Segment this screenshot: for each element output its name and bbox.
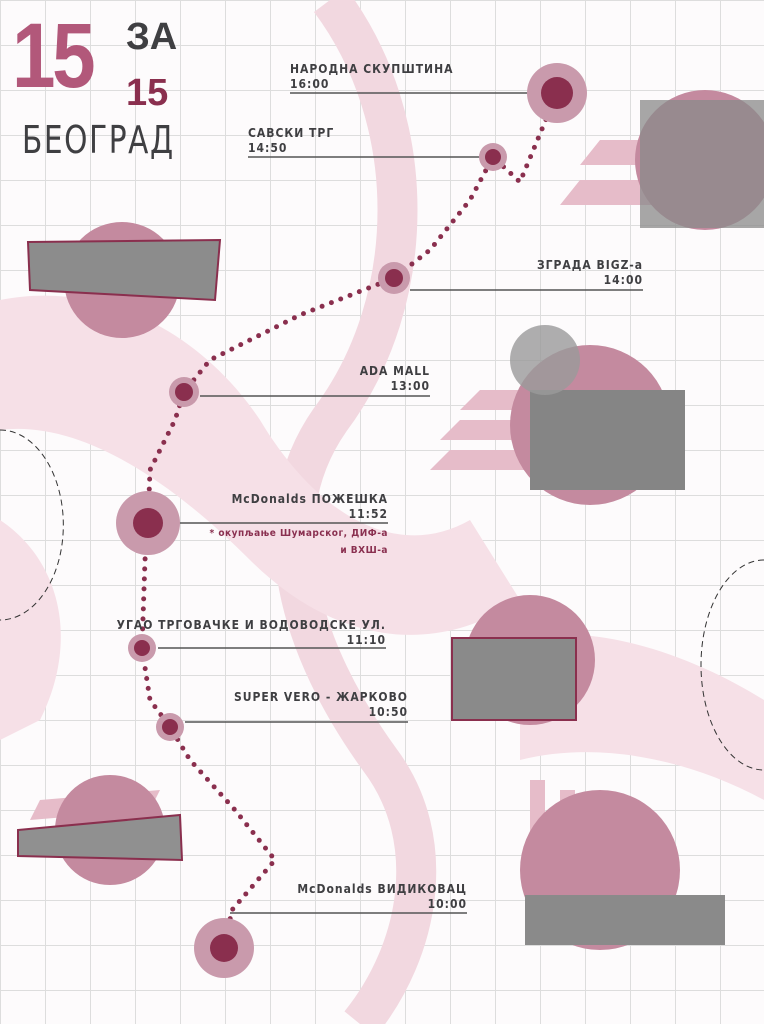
- stop-marker: [134, 640, 150, 656]
- stop-name: САВСКИ ТРГ: [248, 126, 335, 140]
- stop-name: ЗГРАДА BIGZ-а: [536, 258, 643, 272]
- title-number: 15: [12, 5, 96, 107]
- photo-super-vero: [17, 775, 184, 885]
- photo-mcdonalds-vidikovac: [520, 790, 725, 950]
- stop-time: 16:00: [290, 77, 330, 91]
- stop-time: 14:50: [248, 141, 288, 155]
- stop-time: 10:50: [368, 705, 408, 719]
- title-number-2: 15: [126, 72, 169, 114]
- stop-marker: [133, 508, 163, 538]
- stop-time: 11:10: [346, 633, 386, 647]
- title-city: БЕОГРАД: [22, 118, 175, 162]
- stop-note: * окупљање Шумарског, ДИФ-а: [209, 528, 388, 539]
- stop-marker: [385, 269, 403, 287]
- photo-narodna-skupstina: [635, 90, 764, 230]
- stop-time: 11:52: [348, 507, 388, 521]
- stop-marker: [162, 719, 178, 735]
- stop-label-ugao: УГАО ТРГОВАЧКЕ И ВОДОВОДСКЕ УЛ.11:10: [117, 618, 386, 648]
- stop-note: и ВХШ-а: [340, 545, 388, 556]
- stop-marker: [210, 934, 238, 962]
- stop-name: McDonalds ВИДИКОВАЦ: [297, 882, 467, 896]
- connector-lines: [158, 92, 643, 914]
- route-path: [139, 90, 560, 951]
- photo-bigz: [510, 325, 685, 505]
- photo-ada-mall: [26, 222, 222, 338]
- stop-name: НАРОДНА СКУПШТИНА: [290, 62, 454, 76]
- stop-time: 10:00: [427, 897, 467, 911]
- stop-time: 14:00: [603, 273, 643, 287]
- stop-time: 13:00: [390, 379, 430, 393]
- stop-name: ADA MALL: [359, 364, 430, 378]
- stop-marker: [175, 383, 193, 401]
- stop-marker: [485, 149, 501, 165]
- title-za: ЗА: [126, 16, 178, 58]
- stop-marker: [541, 77, 573, 109]
- photo-pozeska: [451, 595, 595, 725]
- stop-name: McDonalds ПОЖЕШКА: [231, 492, 388, 506]
- stop-name: SUPER VERO - ЖАРКОВО: [233, 690, 408, 704]
- stop-name: УГАО ТРГОВАЧКЕ И ВОДОВОДСКЕ УЛ.: [116, 618, 386, 632]
